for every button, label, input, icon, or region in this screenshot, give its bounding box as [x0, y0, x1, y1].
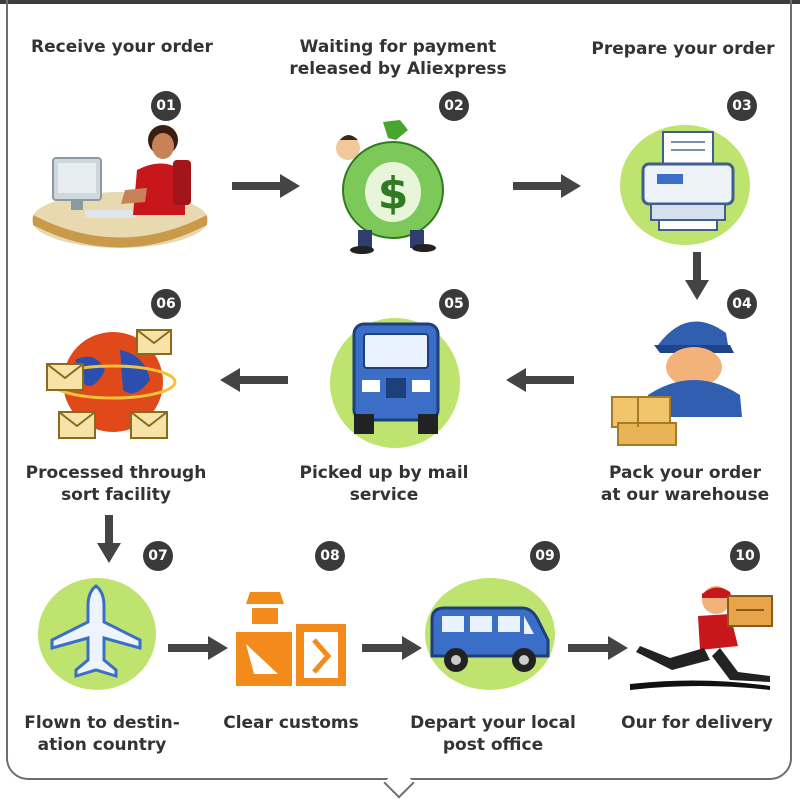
- step-label: Our for delivery: [621, 713, 773, 733]
- svg-text:$: $: [378, 168, 409, 219]
- step-number-badge: 01: [151, 91, 181, 121]
- flow-arrow-left: [506, 368, 574, 392]
- step-number-badge: 10: [730, 541, 760, 571]
- step-label: Waiting for payment released by Aliexpre…: [289, 37, 507, 79]
- delivery-courier-icon: [630, 586, 773, 690]
- flow-arrow-down: [685, 252, 709, 300]
- step-number-badge: 04: [727, 289, 757, 319]
- step-number-badge: 02: [439, 91, 469, 121]
- van-icon: [430, 606, 550, 672]
- flow-arrow-right: [568, 636, 628, 660]
- step-label: Picked up by mail service: [299, 463, 469, 505]
- step-label: Processed through sort facility: [25, 463, 207, 505]
- printer-icon: [641, 131, 735, 231]
- warehouse-worker-icon: [611, 321, 742, 446]
- customer-service-agent-icon: [32, 125, 208, 248]
- step-label: Clear customs: [223, 713, 359, 733]
- step-number-badge: 09: [530, 541, 560, 571]
- customs-officer-icon: [236, 592, 346, 686]
- flow-arrow-left: [220, 368, 288, 392]
- airplane-icon: [50, 584, 142, 679]
- flow-arrow-right: [513, 174, 581, 198]
- flow-arrow-right: [232, 174, 300, 198]
- money-bag-icon: $: [336, 120, 444, 254]
- step-number-badge: 06: [151, 289, 181, 319]
- top-border: [0, 0, 800, 4]
- flow-arrow-down: [97, 515, 121, 563]
- step-number-badge: 03: [727, 91, 757, 121]
- step-number-badge: 08: [315, 541, 345, 571]
- flow-arrow-right: [168, 636, 228, 660]
- step-label: Pack your order at our warehouse: [600, 463, 770, 505]
- step-label: Receive your order: [31, 37, 213, 57]
- mail-truck-icon: [352, 322, 440, 434]
- step-label: Prepare your order: [591, 39, 775, 59]
- flow-arrow-right: [362, 636, 422, 660]
- step-label: Flown to destin- ation country: [24, 713, 180, 755]
- step-number-badge: 07: [143, 541, 173, 571]
- step-number-badge: 05: [439, 289, 469, 319]
- globe-mail-icon: [46, 329, 177, 439]
- step-label: Depart your local post office: [410, 713, 576, 755]
